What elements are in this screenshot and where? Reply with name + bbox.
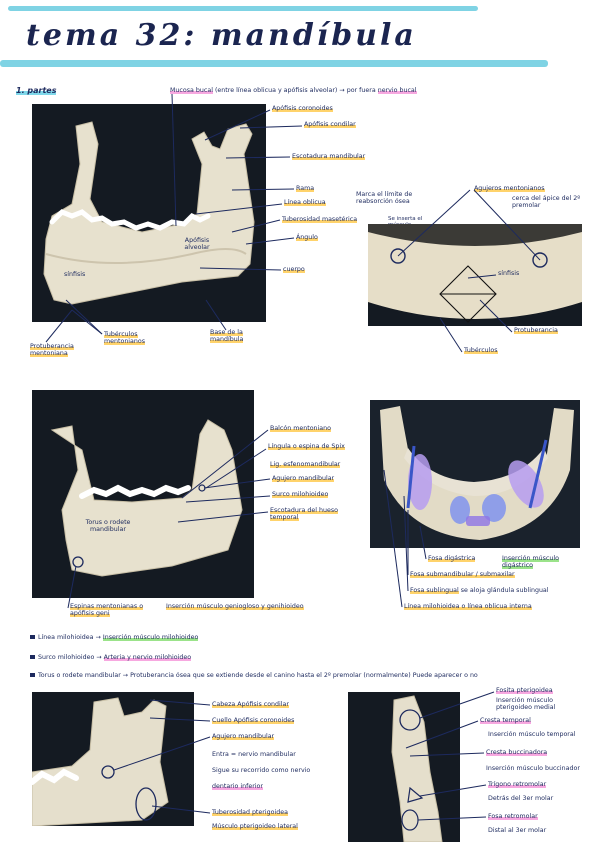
note-reabsorcion: Marca el límite de reabsorción ósea — [356, 191, 413, 205]
label-fosa-digastrica: Fosa digástrica — [428, 555, 476, 562]
label-tuberculos-mentonianos: Tubérculos mentonianos — [104, 331, 146, 345]
label-tuberculos-2: Tubérculos — [464, 347, 498, 354]
label-apofisis-alveolar: Apófisis alveolar — [184, 237, 210, 251]
note-agujero-3: dentario inferior — [212, 783, 263, 790]
label-trigono-retromolar: Trígono retromolar — [488, 781, 547, 788]
note-tuberosidad-pterigoidea: Músculo pterigoideo lateral — [212, 823, 298, 830]
label-cabeza-condilar: Cabeza Apófisis condilar — [212, 701, 289, 708]
label-cuerpo: cuerpo — [283, 266, 305, 273]
label-escotadura-temporal: Escotadura del hueso temporal — [270, 507, 338, 521]
bullet-surco-milohioideo: Surco milohioideo → Arteria y nervio mil… — [30, 654, 192, 661]
label-apofisis-condilar: Apófisis condilar — [304, 121, 356, 128]
label-angulo: Ángulo — [296, 234, 318, 241]
title-underline — [0, 60, 548, 67]
note-digastrica: Inserción músculo digástrico — [502, 555, 559, 569]
section-heading: 1. partes — [16, 86, 57, 95]
note-agujeros: cerca del ápice del 2º premolar — [512, 195, 581, 209]
mandible-medial-photo — [32, 390, 254, 598]
label-fosa-submandibular: Fosa submandibular / submaxilar — [410, 571, 515, 578]
label-agujero-mandibular: Agujero mandibular — [272, 475, 335, 482]
note-agujero-1: Entra = nervio mandibular — [212, 751, 296, 758]
label-protuberancia-mentoniana: Protuberancia mentoniana — [30, 343, 74, 357]
label-fosa-sublingual: Fosa sublingual se aloja glándula sublin… — [410, 587, 549, 594]
label-cresta-temporal: Cresta temporal — [480, 717, 531, 724]
label-tuberosidad-pterigoidea: Tuberosidad pterigoidea — [212, 809, 288, 816]
label-base-mandibula: Base de la mandíbula — [210, 329, 244, 343]
note-fosa-retromolar: Distal al 3er molar — [488, 827, 547, 834]
note-cresta-buccinadora: Inserción músculo buccinador — [486, 765, 580, 772]
note-cresta-temporal: Inserción músculo temporal — [488, 731, 576, 738]
label-linea-oblicua: Línea oblicua — [284, 199, 326, 206]
chin-front-photo — [368, 224, 582, 326]
note-espinas: Inserción músculo geniogloso y genihioid… — [166, 603, 304, 610]
label-espinas-mentonianas: Espinas mentonianas o apófisis geni — [70, 603, 144, 617]
page-title: tema 32: mandíbula — [26, 18, 417, 53]
ramus-medial-photo — [32, 692, 194, 826]
label-apofisis-coronoides: Apófisis coronoides — [272, 105, 333, 112]
label-agujero-mandibular-2: Agujero mandibular — [212, 733, 275, 740]
label-sinfisis: sínfisis — [64, 271, 86, 278]
label-cresta-buccinadora: Cresta buccinadora — [486, 749, 548, 756]
note-trigono: Detrás del 3er molar — [488, 795, 554, 802]
label-cuello-coronoides: Cuello Apófisis coronoides — [212, 717, 295, 724]
ramus-posterior-photo — [348, 692, 460, 842]
note-agujero-2: Sigue su recorrido como nervio — [212, 767, 311, 774]
label-surco-milohioideo: Surco milohioideo — [272, 491, 329, 498]
label-rama: Rama — [296, 185, 315, 192]
label-fosita-pterigoidea: Fosita pterigoidea — [496, 687, 553, 694]
bullet-linea-milohioidea: Línea milohioidea → Inserción músculo mi… — [30, 634, 199, 641]
mandible-lateral-photo — [32, 104, 266, 322]
label-sinfisis-2: sínfisis — [498, 270, 520, 277]
note-fosita: Inserción músculo pterigoideo medial — [496, 697, 556, 711]
label-linea-milohioidea: Línea milohioidea o línea oblicua intern… — [404, 603, 532, 610]
label-lig-esfenomandibular: Lig. esfenomandibular — [270, 461, 341, 468]
label-tuberosidad-maseterica: Tuberosidad masetérica — [282, 216, 358, 223]
bullet-torus: Torus o rodete mandibular → Protuberanci… — [30, 672, 596, 679]
label-agujeros-mentonianos: Agujeros mentonianos — [474, 185, 545, 192]
label-balcon-mentoniano: Balcón mentoniano — [270, 425, 331, 432]
label-lingula: Língula o espina de Spix — [268, 443, 345, 450]
label-protuberancia-2: Protuberancia — [514, 327, 558, 334]
label-torus: Torus o rodete mandibular — [85, 519, 131, 533]
title-underline-top — [8, 6, 478, 11]
label-escotadura-mandibular: Escotadura mandibular — [292, 153, 366, 160]
mucosa-note: Mucosa bucal (entre línea oblicua y apóf… — [170, 87, 417, 94]
mandible-inner-photo — [370, 400, 580, 548]
label-fosa-retromolar: Fosa retromolar — [488, 813, 538, 820]
